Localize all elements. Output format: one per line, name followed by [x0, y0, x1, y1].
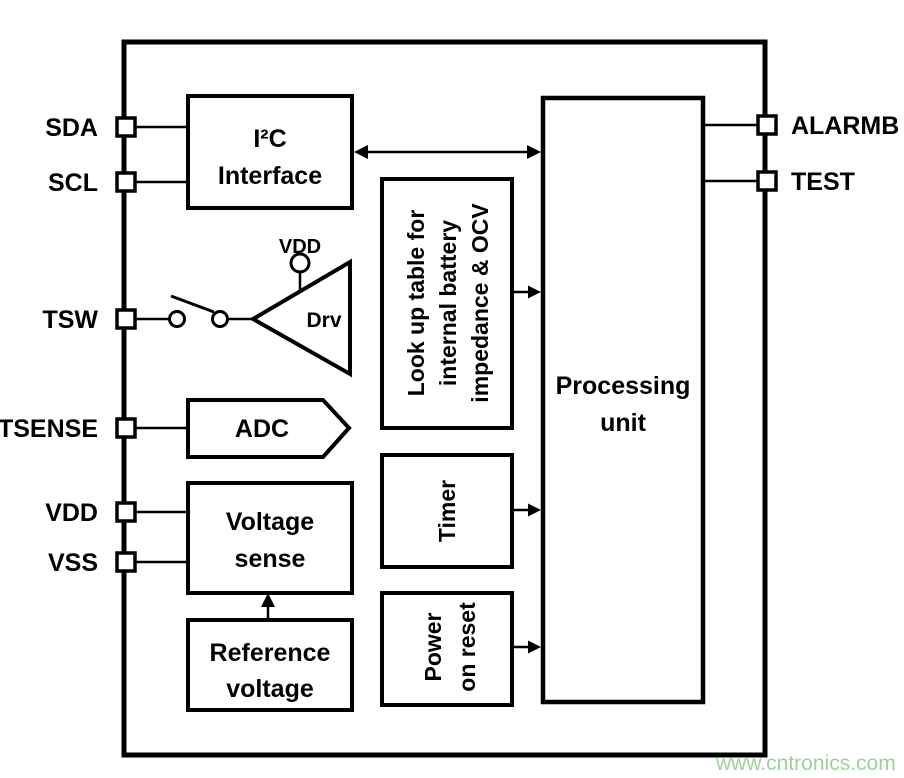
pin-tsw-square	[115, 308, 137, 330]
driver-triangle	[248, 258, 352, 378]
block-i2c-interface	[186, 94, 354, 210]
reference-voltage-label-line1: Reference	[210, 639, 331, 667]
arrowhead-left-icon	[354, 145, 368, 159]
watermark-text: www.cntronics.com	[715, 752, 896, 775]
vdd-supply-label: VDD	[279, 236, 321, 258]
block-reference-voltage	[186, 618, 354, 712]
i2c-label-line2: Interface	[218, 162, 322, 190]
adc-label: ADC	[235, 415, 289, 443]
pin-vss-square	[115, 551, 137, 573]
por-label-line2: on reset	[454, 602, 480, 692]
pin-label-vss: VSS	[48, 549, 98, 577]
pin-label-alarmb: ALARMB	[791, 112, 899, 140]
pin-tsense-square	[115, 417, 137, 439]
pin-label-test: TEST	[791, 168, 855, 196]
pin-label-tsense: TSENSE	[0, 415, 98, 443]
pin-label-scl: SCL	[48, 169, 98, 197]
pin-test-square	[756, 170, 778, 192]
arrowhead-ref-icon	[261, 593, 275, 607]
timer-label: Timer	[434, 480, 460, 542]
lookup-label-line3: impedance & OCV	[467, 203, 493, 403]
block-adc	[186, 398, 352, 459]
por-label-line1: Power	[420, 612, 446, 681]
pin-label-vdd: VDD	[45, 499, 98, 527]
i2c-label-line1: I²C	[253, 125, 286, 153]
arrowhead-right-icon	[527, 145, 541, 159]
pin-scl-square	[115, 171, 137, 193]
block-voltage-sense	[186, 481, 354, 595]
switch-lever-icon	[170, 294, 215, 314]
pin-label-sda: SDA	[45, 114, 98, 142]
block-processing-unit	[540, 95, 706, 705]
pin-sda-square	[115, 116, 137, 138]
voltage-sense-label-line2: sense	[235, 545, 306, 573]
block-lookup-table	[380, 177, 514, 430]
voltage-sense-label-line1: Voltage	[226, 508, 315, 536]
reference-voltage-label-line2: voltage	[226, 675, 314, 703]
switch-pole-circle-icon	[168, 310, 186, 328]
switch-throw-circle-icon	[211, 310, 229, 328]
pin-label-tsw: TSW	[42, 306, 98, 334]
block-power-on-reset	[380, 591, 514, 707]
arrowhead-lookup-icon	[528, 285, 541, 299]
arrowhead-timer-icon	[528, 503, 541, 517]
pin-alarmb-square	[756, 114, 778, 136]
vdd-supply-circle-icon	[289, 252, 311, 274]
block-timer	[380, 453, 514, 569]
driver-label: Drv	[306, 309, 341, 332]
processing-label-line1: Processing	[556, 372, 691, 400]
arrowhead-por-icon	[528, 640, 541, 654]
processing-label-line2: unit	[600, 409, 646, 437]
pin-vdd-square	[115, 501, 137, 523]
lookup-label-line2: internal battery	[435, 220, 461, 386]
chip-outline	[121, 39, 768, 758]
lookup-label-line1: Look up table for	[403, 210, 429, 397]
